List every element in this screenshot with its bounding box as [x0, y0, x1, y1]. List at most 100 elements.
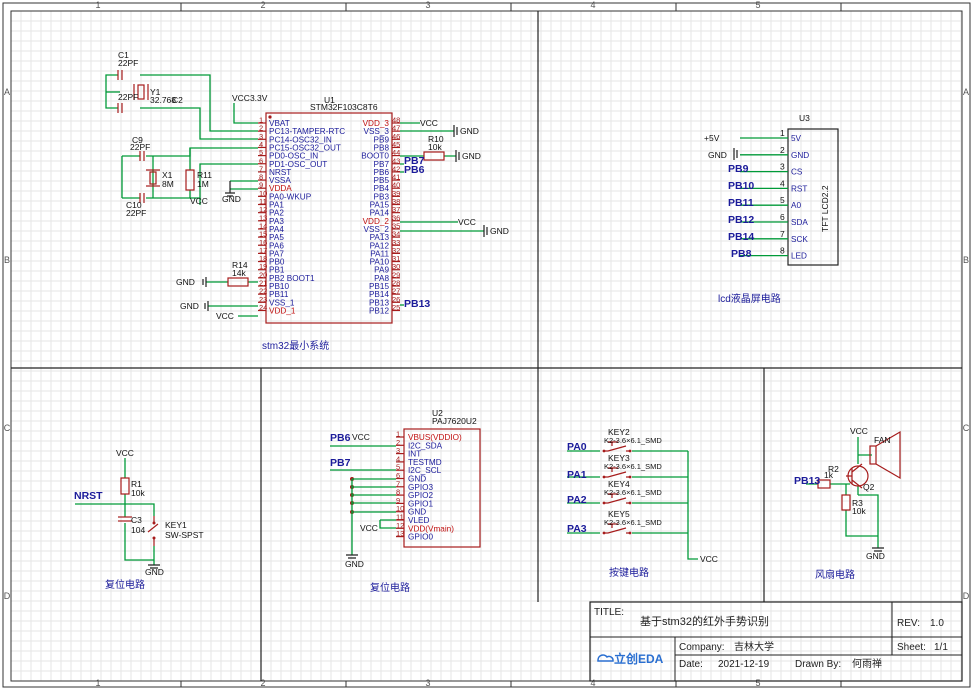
mcu-pin-name: PB10 [269, 282, 289, 291]
mcu-pin-name: PB5 [374, 176, 390, 185]
gnd-vssa-label: GND [222, 194, 241, 204]
gnd-lcd-label: GND [708, 150, 727, 160]
c3-ref: C3 [131, 515, 142, 525]
gnd-vss2-label: GND [490, 226, 509, 236]
c9-value: 22PF [130, 142, 150, 152]
mcu-pin-number: 41 [392, 173, 400, 182]
lcd-net-pb10: PB10 [728, 180, 754, 192]
r11-ref: R11 [197, 170, 212, 180]
mcu-pin-name: VSS_3 [364, 127, 390, 136]
mcu-pin-name: PB8 [374, 143, 390, 152]
mcu-pin-number: 34 [392, 230, 400, 239]
lcd-pin-number: 4 [780, 178, 785, 188]
mcu-pin-number: 4 [259, 140, 263, 149]
mcu-pin-number: 10 [259, 189, 267, 198]
pb7-net-label: PB7 [404, 155, 425, 167]
section-dividers [11, 11, 962, 681]
mcu-pin-name: PA0-WKUP [269, 192, 312, 201]
zone-col-label: 1 [95, 678, 100, 688]
u2-pin-name: GPIO3 [408, 483, 433, 492]
mcu-pin-name: PC13-TAMPER-RTC [269, 127, 345, 136]
lcd-ref: U3 [799, 113, 810, 123]
reset-section: VCC R1 10k C3 104 KEY1 SW-SPST NRST GND … [74, 448, 204, 591]
mcu-body [265, 112, 393, 324]
zone-col-label: 5 [755, 678, 760, 688]
zone-col-label: 5 [755, 0, 760, 10]
pb13-net-label: PB13 [404, 298, 430, 310]
y1-value: 32.768 [150, 95, 176, 105]
mcu-pin-name: BOOT0 [361, 152, 389, 161]
lcd-pin-number: 1 [780, 128, 785, 138]
mcu-pin-number: 25 [392, 303, 400, 312]
vcc-net-label: VCC [190, 196, 208, 206]
mcu-pin-name: PB1 [269, 266, 285, 275]
zone-row-label: B [4, 255, 10, 265]
mcu-pin-name: PB14 [369, 290, 389, 299]
mcu-pin-number: 21 [259, 279, 267, 288]
zone-row-label: B [963, 255, 969, 265]
mcu-pin-number: 24 [259, 303, 267, 312]
lcd-pin-number: 3 [780, 162, 785, 172]
u2-pin-number: 5 [396, 463, 400, 472]
mcu-pin-name: PB2 BOOT1 [269, 274, 315, 283]
mcu-pin-name: PB12 [369, 306, 389, 315]
mcu-pin-number: 5 [259, 148, 263, 157]
company-label: Company: [679, 642, 725, 653]
mcu-right-pins: 48VDD_347VSS_346PB945PB844BOOT043PB742PB… [361, 116, 400, 316]
plus5v-net-label: +5V [704, 133, 720, 143]
u2-body [403, 428, 481, 548]
lcd-net-pb14: PB14 [728, 231, 754, 243]
mcu-pin-number: 38 [392, 197, 400, 206]
zone-row-label: A [4, 87, 10, 97]
lcd-pin-name: SCK [791, 235, 808, 244]
pb6-u2-label: PB6 [330, 432, 351, 444]
key-value: K2-3.6×6.1_SMD [604, 518, 662, 527]
mcu-pin-number: 18 [259, 254, 267, 263]
lcd-section-title: lcd液晶屏电路 [718, 292, 781, 305]
u2-pin-number: 12 [396, 521, 404, 530]
drawn-value: 何雨禅 [852, 657, 882, 670]
u2-pin-number: 2 [396, 438, 400, 447]
fan-section-title: 风扇电路 [815, 568, 855, 581]
c9-ref: C9 [132, 135, 143, 145]
zone-row-label: C [963, 423, 970, 433]
mcu-pin-name: PB11 [269, 290, 289, 299]
gnd-vss1-label: GND [180, 301, 199, 311]
pin1-marker [268, 115, 272, 119]
mcu-pin-number: 43 [392, 156, 400, 165]
u2-pin-name: TESTMD [408, 458, 442, 467]
key1-ref: KEY1 [165, 520, 187, 530]
mcu-pin-name: PB3 [374, 192, 390, 201]
u2-pin-name: VLED [408, 516, 429, 525]
mcu-pin-name: VDD_2 [363, 217, 390, 226]
zone-row-label: D [963, 591, 970, 601]
mcu-pin-name: PA9 [374, 266, 389, 275]
mcu-pin-name: PA6 [269, 241, 284, 250]
zone-row-label: A [963, 87, 969, 97]
mcu-pin-name: PB13 [369, 298, 389, 307]
vcc33-net-label: VCC3.3V [232, 93, 268, 103]
background-grid [10, 10, 962, 682]
date-value: 2021-12-19 [718, 659, 770, 670]
mcu-pin-number: 40 [392, 181, 400, 190]
u2-part: PAJ7620U2 [432, 416, 477, 426]
pa0-net-label: PA0 [567, 441, 587, 453]
lcd-pin-number: 7 [780, 229, 785, 239]
zone-row-label: C [4, 423, 11, 433]
gnd-boot0-label: GND [462, 151, 481, 161]
lcd-net-pb12: PB12 [728, 214, 754, 226]
lcd-pin-number: 6 [780, 212, 785, 222]
mcu-pin-name: PA11 [370, 249, 389, 258]
r1-value: 10k [131, 488, 145, 498]
u2-pin-number: 7 [396, 479, 400, 488]
lcd-pin-name: LED [791, 252, 807, 261]
zone-col-label: 2 [260, 0, 265, 10]
mcu-pin-number: 45 [392, 140, 400, 149]
c3-value: 104 [131, 525, 145, 535]
key-value: K2-3.6×6.1_SMD [604, 488, 662, 497]
nrst-net-label: NRST [74, 490, 103, 502]
c10-ref: C10 [126, 200, 142, 210]
